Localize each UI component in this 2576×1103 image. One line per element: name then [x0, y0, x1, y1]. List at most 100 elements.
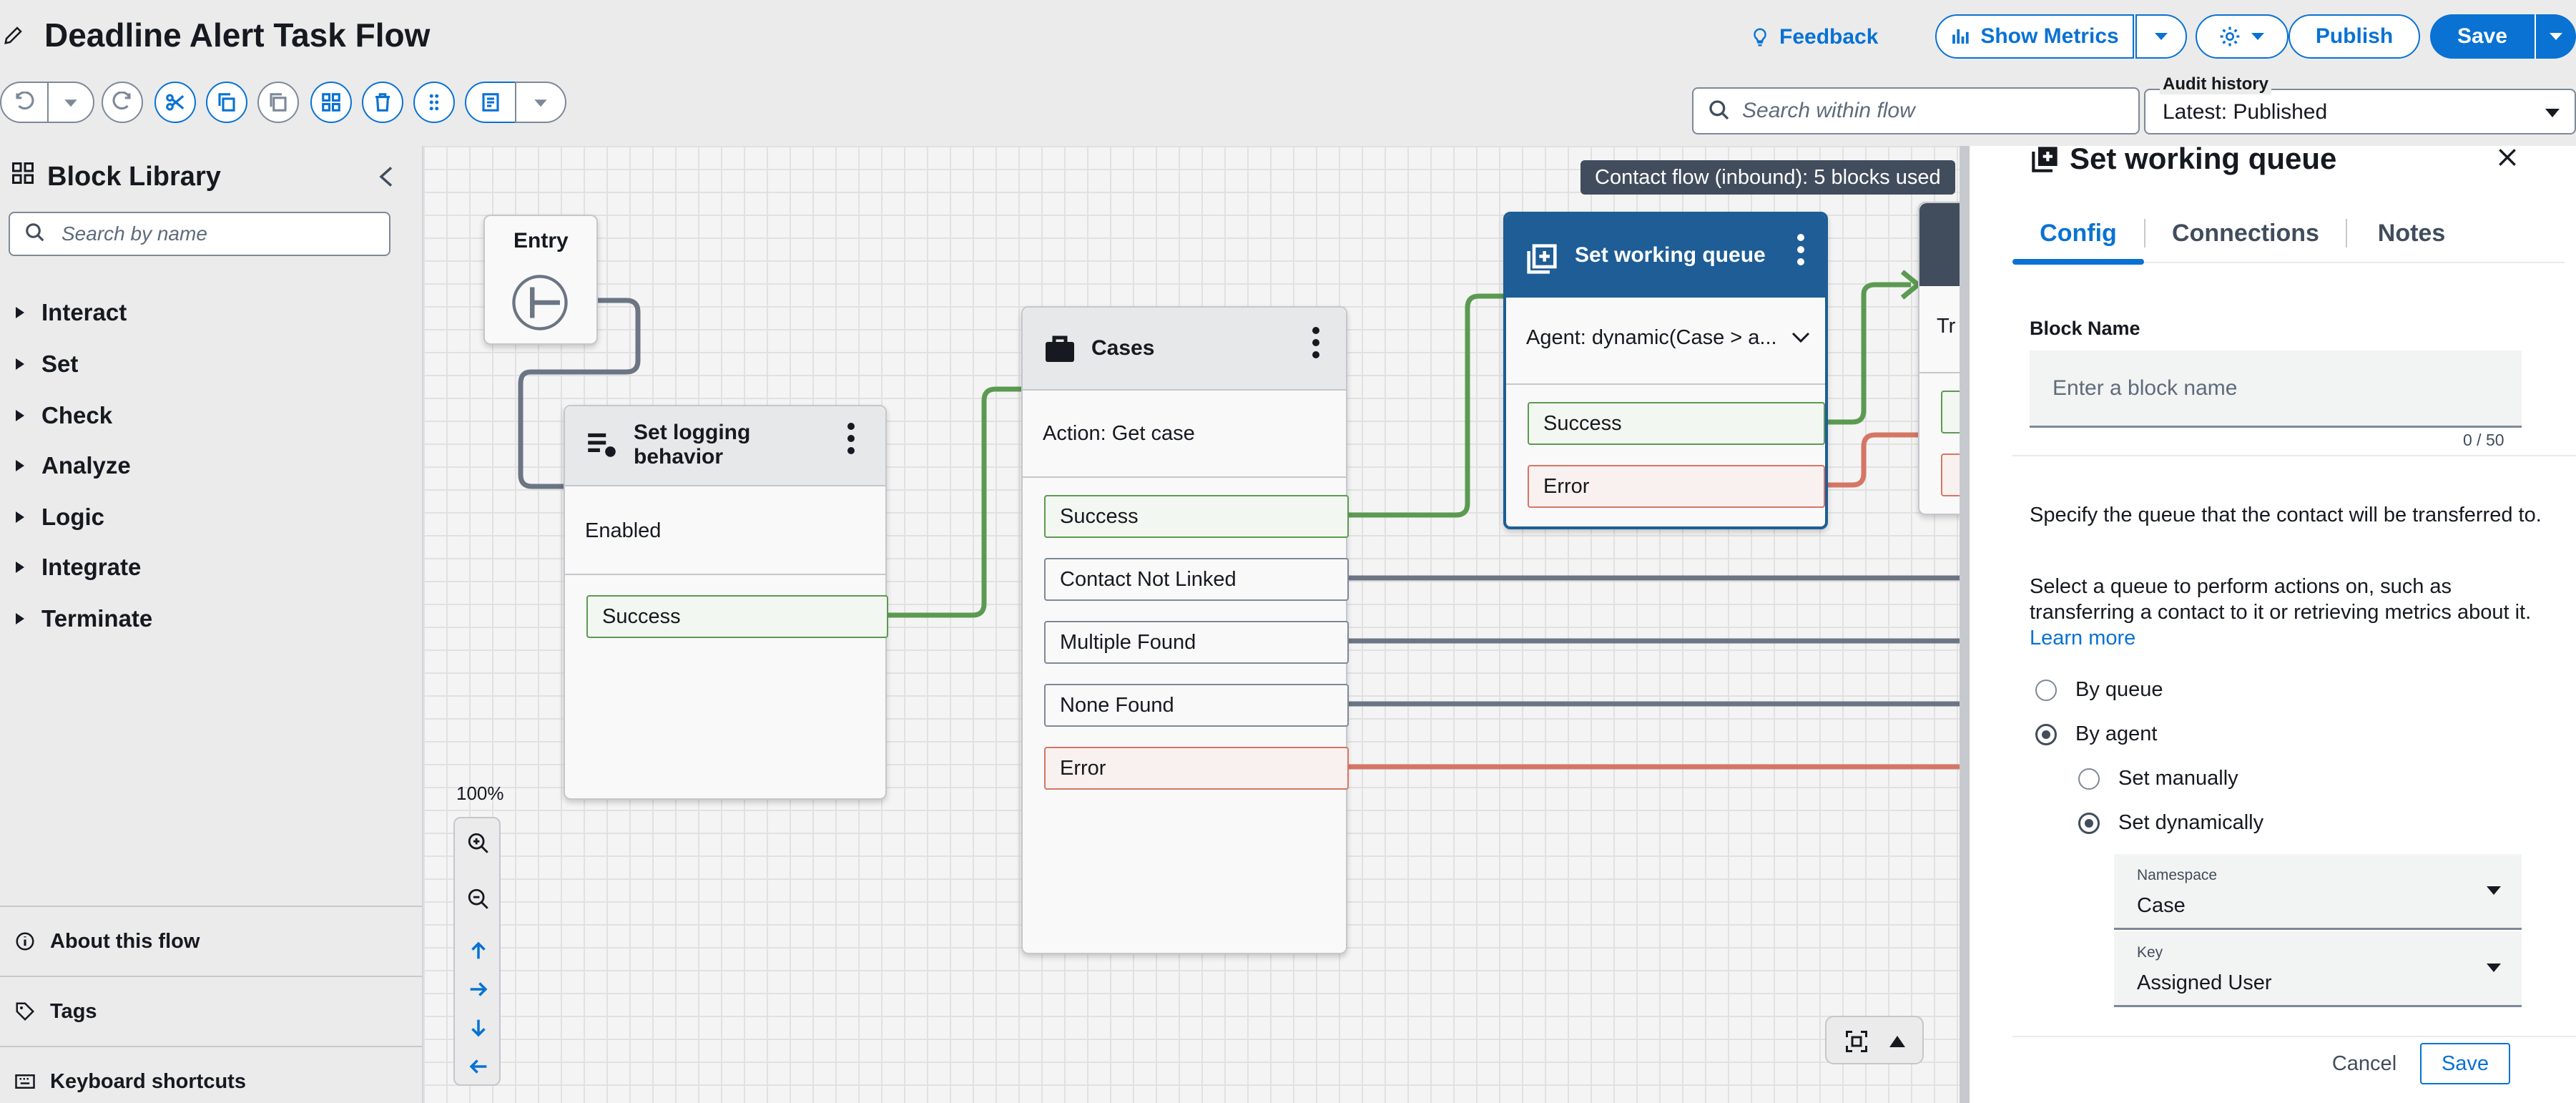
cut-button[interactable] — [154, 82, 196, 123]
arrow-down-icon[interactable] — [466, 1016, 491, 1040]
show-metrics-button[interactable]: Show Metrics — [1935, 14, 2134, 59]
category-check[interactable]: Check — [16, 398, 112, 433]
settings-button[interactable] — [2196, 14, 2289, 59]
zoom-in-icon[interactable] — [466, 831, 491, 856]
caret-down-icon — [64, 99, 77, 107]
tab-notes[interactable]: Notes — [2377, 219, 2446, 247]
select-all-button[interactable] — [310, 82, 352, 123]
partial-body: Tr — [1937, 315, 1956, 338]
branch-success[interactable] — [1941, 391, 1960, 433]
entry-block[interactable]: Entry — [483, 215, 598, 345]
branch-success[interactable]: Success — [1044, 495, 1349, 538]
bar-chart-icon — [1952, 29, 1969, 44]
about-flow-link[interactable]: About this flow — [14, 923, 200, 960]
collapse-sidebar-icon[interactable] — [376, 165, 396, 189]
copy-icon — [218, 93, 235, 112]
radio-label: Set dynamically — [2118, 811, 2264, 834]
publish-button[interactable]: Publish — [2289, 14, 2420, 59]
tab-separator — [2144, 219, 2145, 247]
feedback-label: Feedback — [1779, 25, 1879, 49]
category-integrate[interactable]: Integrate — [16, 549, 141, 585]
expand-icon — [16, 358, 24, 370]
redo-button[interactable] — [102, 82, 143, 123]
flow-canvas[interactable]: Contact flow (inbound): 5 blocks used En… — [423, 146, 1960, 1103]
show-metrics-dropdown[interactable] — [2135, 14, 2187, 59]
namespace-select[interactable]: Namespace Case — [2114, 854, 2522, 930]
set-logging-block[interactable]: Set logging behavior Enabled Success — [564, 405, 888, 800]
set-working-queue-block[interactable]: Set working queue Agent: dynamic(Case > … — [1503, 212, 1828, 529]
notes-icon — [482, 93, 499, 112]
audit-history-select[interactable]: Audit history Latest: Published — [2144, 74, 2576, 134]
panel-resizer[interactable] — [1960, 146, 1970, 1103]
save-button[interactable]: Save — [2430, 14, 2535, 59]
block-separator — [1919, 372, 1960, 373]
pencil-icon[interactable] — [3, 24, 24, 46]
panel-save-button[interactable]: Save — [2420, 1043, 2510, 1084]
search-flow-input[interactable]: Search within flow — [1692, 87, 2140, 134]
block-name-input[interactable]: Enter a block name — [2030, 350, 2522, 428]
category-analyze[interactable]: Analyze — [16, 448, 131, 484]
branch-contact-not-linked[interactable]: Contact Not Linked — [1044, 558, 1349, 601]
paste-button[interactable] — [257, 82, 299, 123]
wire-entry-to-logging — [518, 298, 641, 489]
delete-button[interactable] — [362, 82, 403, 123]
queue-icon — [1527, 244, 1557, 274]
notes-button[interactable] — [465, 82, 516, 123]
key-select[interactable]: Key Assigned User — [2114, 931, 2522, 1007]
branch-success[interactable]: Success — [586, 595, 888, 638]
keyboard-icon — [15, 1074, 35, 1089]
block-library-sidebar: Block Library Search by name Interact Se… — [0, 146, 423, 1103]
keyboard-shortcuts-link[interactable]: Keyboard shortcuts — [14, 1063, 246, 1100]
branch-error[interactable]: Error — [1528, 465, 1825, 508]
arrow-right-icon[interactable] — [466, 977, 491, 1001]
close-icon[interactable] — [2496, 146, 2519, 169]
lightbulb-icon — [1754, 28, 1766, 46]
tags-link[interactable]: Tags — [14, 993, 97, 1030]
notes-dropdown[interactable] — [515, 82, 566, 123]
drag-handle-button[interactable] — [413, 82, 455, 123]
fit-screen-icon[interactable] — [1844, 1029, 1869, 1054]
partial-block[interactable]: Tr — [1918, 202, 1960, 515]
tab-connections[interactable]: Connections — [2172, 219, 2319, 247]
block-search-input[interactable]: Search by name — [9, 212, 390, 256]
category-terminate[interactable]: Terminate — [16, 601, 152, 637]
block-library-title: Block Library — [47, 162, 221, 192]
category-interact[interactable]: Interact — [16, 295, 127, 330]
caret-up-icon[interactable] — [1888, 1033, 1907, 1049]
search-icon — [1709, 100, 1729, 120]
copy-button[interactable] — [206, 82, 247, 123]
zoom-out-icon[interactable] — [466, 887, 491, 911]
branch-multiple-found[interactable]: Multiple Found — [1044, 621, 1349, 664]
block-menu-icon[interactable] — [1312, 326, 1320, 359]
category-logic[interactable]: Logic — [16, 499, 104, 535]
undo-button[interactable] — [0, 82, 49, 123]
chevron-down-icon[interactable] — [1791, 330, 1811, 345]
radio-by-queue[interactable]: By queue — [2035, 678, 2163, 702]
cancel-button[interactable]: Cancel — [2331, 1051, 2397, 1075]
tab-config[interactable]: Config — [2040, 219, 2117, 247]
radio-set-dynamically[interactable]: Set dynamically — [2078, 811, 2263, 835]
branch-success[interactable]: Success — [1528, 402, 1825, 445]
undo-dropdown[interactable] — [47, 82, 94, 123]
trash-icon — [375, 93, 390, 112]
arrow-up-icon[interactable] — [466, 938, 491, 963]
category-set[interactable]: Set — [16, 346, 78, 382]
branch-error[interactable]: Error — [1044, 747, 1349, 790]
feedback-link[interactable]: Feedback — [1749, 21, 1878, 53]
sidebar-divider — [0, 976, 422, 977]
category-label: Check — [41, 402, 113, 428]
block-header — [1919, 203, 1960, 286]
block-menu-icon[interactable] — [847, 422, 855, 455]
block-menu-icon[interactable] — [1796, 233, 1805, 266]
paste-icon — [270, 93, 287, 112]
branch-none-found[interactable]: None Found — [1044, 684, 1349, 727]
cases-block[interactable]: Cases Action: Get case Success Contact N… — [1021, 306, 1349, 954]
learn-more-link[interactable]: Learn more — [2030, 627, 2136, 649]
save-dropdown[interactable] — [2535, 14, 2576, 59]
expand-icon — [16, 410, 24, 421]
branch-error[interactable] — [1941, 454, 1960, 496]
arrow-left-icon[interactable] — [466, 1054, 491, 1079]
radio-by-agent[interactable]: By agent — [2035, 722, 2157, 746]
entry-icon — [512, 275, 568, 330]
radio-set-manually[interactable]: Set manually — [2078, 767, 2238, 790]
